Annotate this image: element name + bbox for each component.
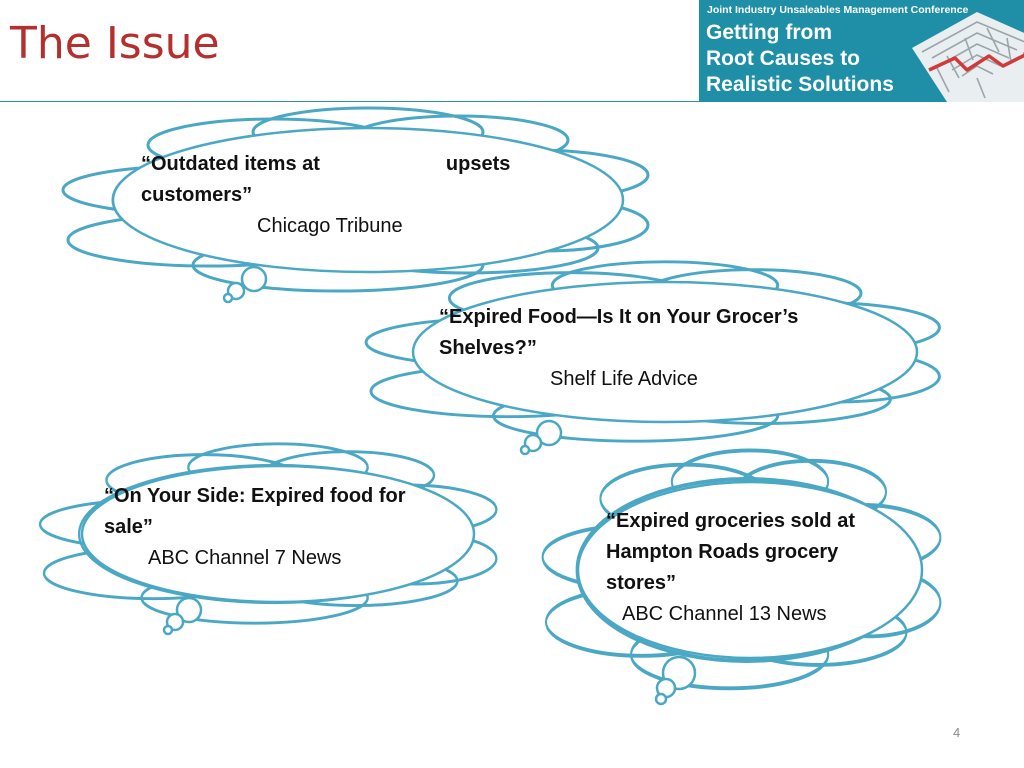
cloud-1-source: Chicago Tribune <box>257 215 403 237</box>
banner-subtitle: Joint Industry Unsaleables Management Co… <box>707 4 969 16</box>
cloud-2-source: Shelf Life Advice <box>550 368 698 390</box>
banner-headline: Getting from Root Causes to Realistic So… <box>706 20 894 98</box>
cloud-1-quote-line1: “Outdated items at upsets <box>141 149 551 180</box>
cloud-2-quote: “Expired Food—Is It on Your Grocer’s She… <box>439 306 799 359</box>
banner-line-1: Getting from <box>706 21 832 44</box>
cloud-2: “Expired Food—Is It on Your Grocer’s She… <box>439 302 849 395</box>
cloud-3: “On Your Side: Expired food for sale” AB… <box>104 481 409 574</box>
banner-line-2: Root Causes to <box>706 47 861 70</box>
cloud-3-quote: “On Your Side: Expired food for sale” <box>104 485 406 538</box>
page-number: 4 <box>953 725 961 740</box>
banner-line-3: Realistic Solutions <box>706 73 894 96</box>
cloud-4: “Expired groceries sold at Hampton Roads… <box>606 506 866 630</box>
cloud-1-quote-a: “Outdated items at <box>141 153 320 175</box>
slide-title: The Issue <box>10 18 220 69</box>
cloud-1-quote-c: customers” <box>141 184 253 206</box>
cloud-4-source: ABC Channel 13 News <box>622 603 827 625</box>
conference-banner: Joint Industry Unsaleables Management Co… <box>699 0 1024 102</box>
title-divider <box>0 101 700 102</box>
cloud-3-source: ABC Channel 7 News <box>148 547 342 569</box>
cloud-1: “Outdated items at upsets customers” Chic… <box>141 149 551 242</box>
cloud-4-quote: “Expired groceries sold at Hampton Roads… <box>606 510 855 594</box>
cloud-1-quote-b: upsets <box>445 153 511 175</box>
maze-icon <box>912 12 1024 102</box>
